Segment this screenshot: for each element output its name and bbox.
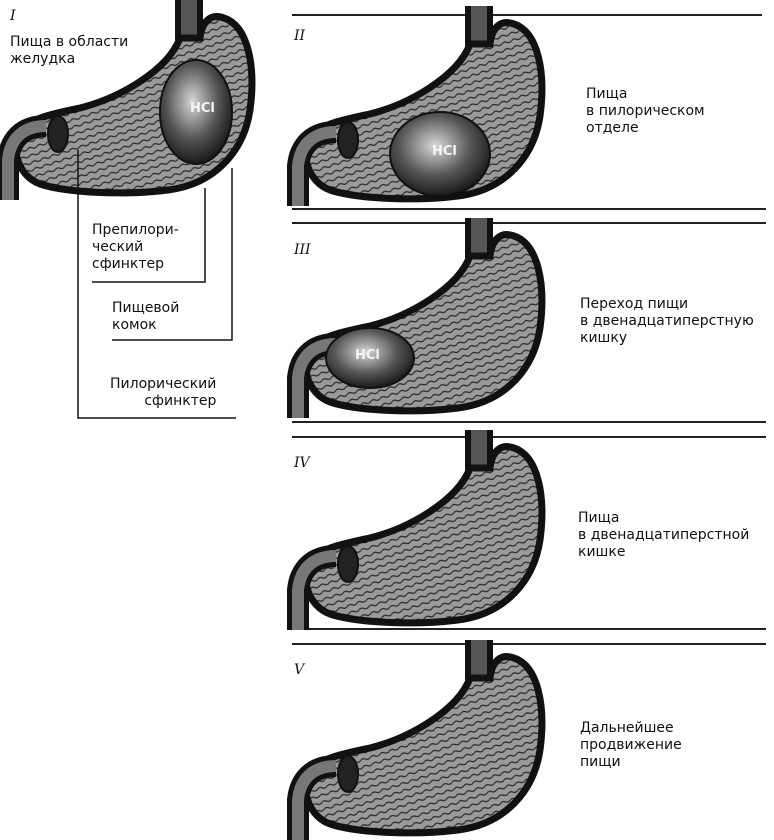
callout-food-bolus: Пищевой комок [112, 300, 179, 334]
panel-caption: Пища в двенадцатиперстной кишке [578, 510, 749, 561]
panel-numeral: III [294, 242, 311, 259]
panel-caption: Дальнейшее продвижение пищи [580, 720, 682, 771]
hcl-marker: HCl [355, 348, 380, 363]
hcl-marker: HCl [190, 101, 215, 116]
callout-pyloric-sphincter: Пилорический сфинктер [110, 376, 216, 410]
callout-prepyloric-sphincter: Препилори- ческий сфинктер [92, 222, 179, 273]
stomach-drawing [298, 430, 542, 630]
stomach-drawing [298, 640, 542, 840]
panel-caption: Переход пищи в двенадцатиперстную кишку [580, 296, 754, 347]
stomach-drawing [8, 0, 252, 200]
panel-caption: Пища в области желудка [10, 34, 128, 68]
panel-numeral: I [10, 8, 16, 25]
stomach-drawing [298, 6, 542, 206]
panel-caption: Пища в пилорическом отделе [586, 86, 705, 137]
panel-numeral: IV [294, 455, 310, 472]
panel-numeral: V [294, 662, 304, 679]
stomach-drawing [298, 218, 542, 418]
panel-numeral: II [294, 28, 305, 45]
hcl-marker: HCl [432, 144, 457, 159]
